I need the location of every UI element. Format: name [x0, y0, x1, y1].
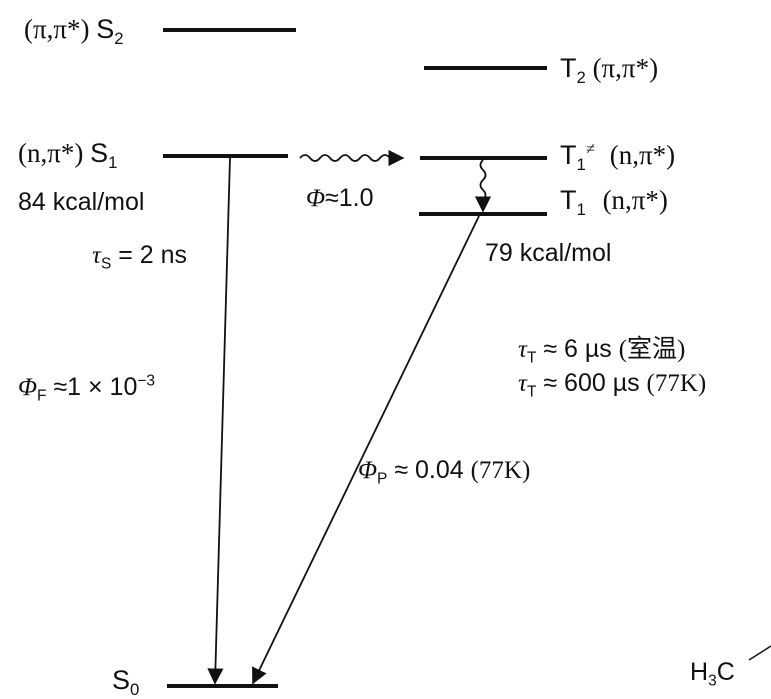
phi-p-cond: (77K) — [470, 457, 531, 484]
phosphorescence-yield-label: ΦP ≈ 0.04 (77K) — [358, 456, 531, 487]
s2-name: S — [96, 14, 115, 44]
t2-name: T — [560, 53, 577, 83]
phi-f-sub: F — [37, 387, 47, 405]
t2-state: (π,π*) — [592, 53, 659, 83]
isc-yield-label: Φ≈1.0 — [306, 184, 374, 212]
phosphorescence-arrow — [252, 215, 480, 685]
phi-p-value: ≈ 0.04 — [387, 456, 471, 484]
fluorescence-yield-label: ΦF ≈1 × 10−3 — [18, 372, 156, 403]
ic-wavy-arrow — [474, 159, 492, 213]
tau-t-symbol-rt: τ — [518, 336, 527, 363]
fluorescence-arrow — [207, 157, 231, 685]
t1-state: (n,π*) — [602, 185, 668, 215]
corner-fragment-label: H3C — [690, 658, 735, 689]
tau-t-value-rt: ≈ 6 µs — [536, 335, 619, 363]
t2-sub: 2 — [576, 67, 586, 87]
tau-t-sub-77k: T — [526, 383, 537, 401]
phi-f-exp: −3 — [137, 372, 156, 390]
isc-value: ≈1.0 — [325, 184, 374, 212]
isc-symbol: Φ — [306, 185, 326, 212]
corner-c: C — [716, 658, 735, 686]
corner-h: H — [690, 658, 709, 686]
s2-label: (π,π*) S2 — [24, 14, 124, 47]
isc-wavy-arrow — [299, 149, 405, 167]
tau-t-value-77k: ≈ 600 µs — [536, 369, 647, 397]
triplet-lifetime-rt: τT ≈ 6 µs (室温) — [518, 335, 686, 366]
tau-s-value: = 2 ns — [111, 241, 188, 269]
t1-hot-name: T — [560, 140, 577, 170]
s2-sub: 2 — [114, 28, 124, 48]
corner-bond-line — [748, 645, 771, 661]
s1-state: (n,π*) — [18, 138, 84, 168]
tau-t-cond-77k: (77K) — [646, 370, 707, 397]
s0-sub: 0 — [130, 679, 140, 699]
t1-energy: 79 kcal/mol — [485, 239, 612, 267]
phi-p-symbol: Φ — [358, 457, 378, 484]
tau-t-cond-rt: (室温) — [618, 336, 686, 363]
t1-hot-label: T1≠ (n,π*) — [560, 138, 676, 173]
t1-sub: 1 — [576, 199, 586, 219]
t1-label: T1 (n,π*) — [560, 185, 668, 218]
phi-p-sub: P — [377, 470, 388, 488]
tau-s-symbol: τ — [92, 242, 101, 269]
tau-t-sub-rt: T — [526, 349, 537, 367]
singlet-lifetime-label: τS = 2 ns — [92, 241, 188, 272]
tau-t-symbol-77k: τ — [518, 370, 527, 397]
s0-name: S — [112, 665, 131, 695]
s1-energy: 84 kcal/mol — [18, 188, 145, 216]
t1-hot-state: (n,π*) — [609, 140, 676, 170]
t1-hot-sup: ≠ — [585, 138, 595, 158]
s2-state: (π,π*) — [24, 14, 90, 44]
t1-name: T — [560, 185, 577, 215]
tau-s-sub: S — [100, 255, 112, 273]
triplet-lifetime-77k: τT ≈ 600 µs (77K) — [518, 369, 707, 400]
s1-label: (n,π*) S1 — [18, 138, 117, 171]
s0-label: S0 — [112, 665, 139, 698]
phi-f-symbol: Φ — [18, 374, 38, 401]
s1-name: S — [90, 138, 109, 168]
t2-label: T2 (π,π*) — [560, 53, 659, 86]
t1-hot-sub: 1 — [576, 154, 586, 174]
corner-sub: 3 — [708, 672, 717, 690]
s1-sub: 1 — [108, 152, 118, 172]
phi-f-value: ≈1 × 10 — [46, 373, 138, 401]
